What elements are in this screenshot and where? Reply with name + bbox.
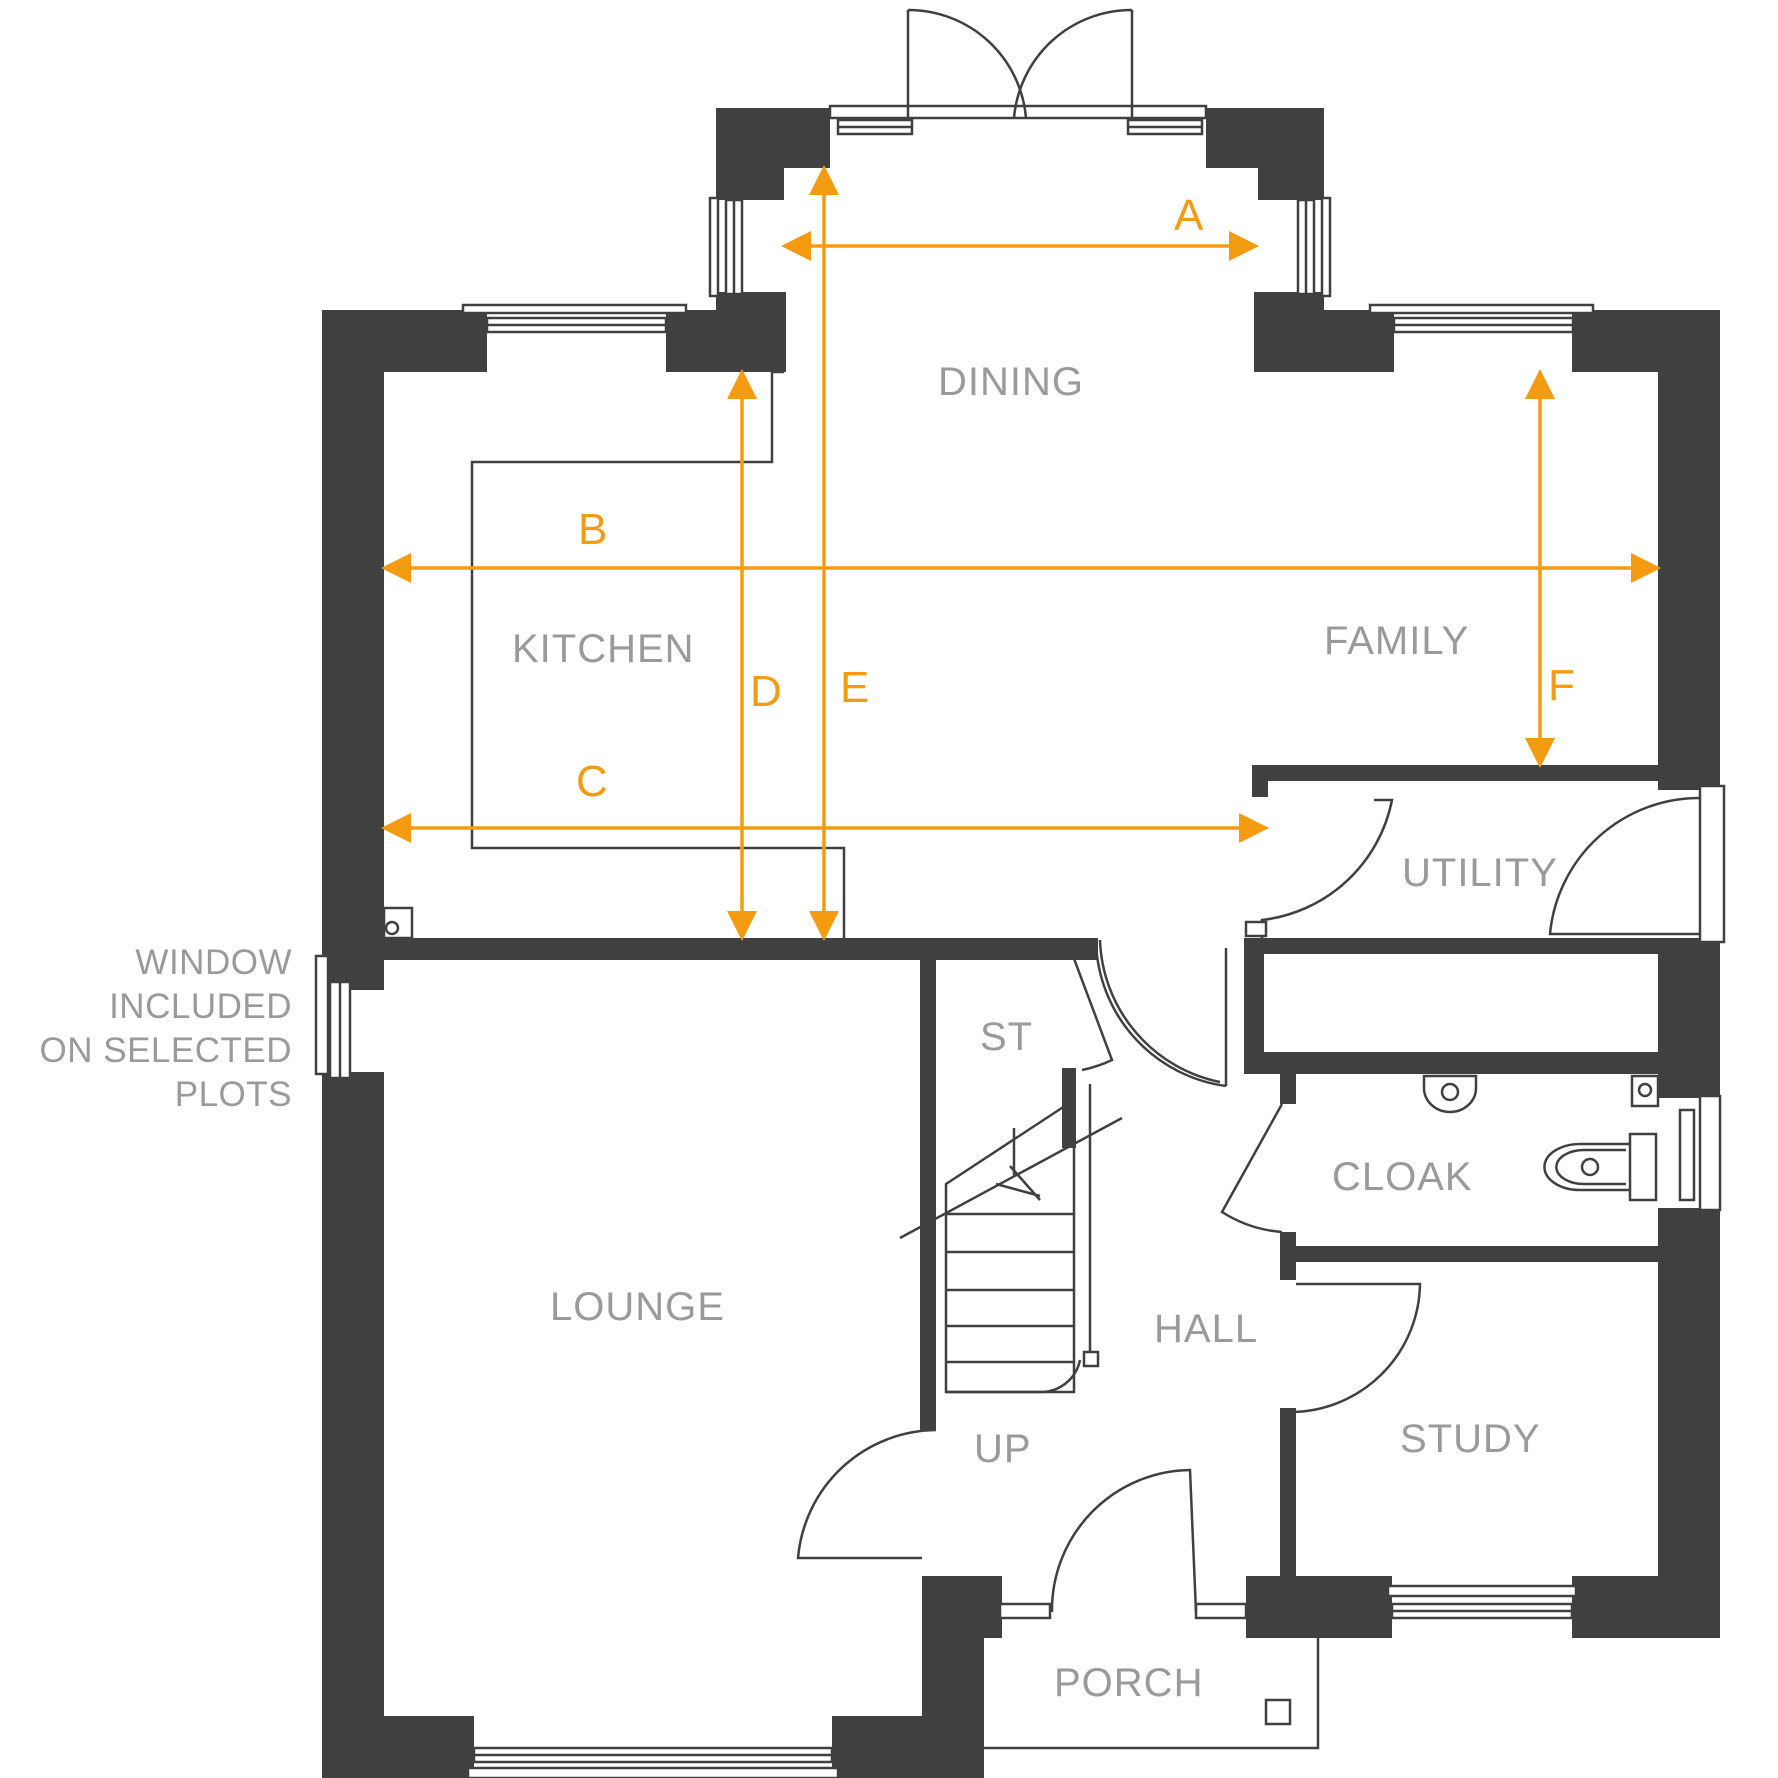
window-lounge: [466, 1746, 840, 1778]
room-label-family: FAMILY: [1324, 619, 1469, 663]
window-left-optional: [314, 954, 352, 1080]
window-utility-door-frame: [1698, 784, 1726, 944]
french-door-right: [1012, 8, 1134, 119]
fixtures: [382, 8, 1701, 1750]
wall-left-upper: [322, 310, 384, 990]
room-label-up: UP: [974, 1427, 1032, 1471]
basin: [1422, 1074, 1478, 1114]
door-front: [1050, 1468, 1198, 1613]
door-cloak: [1220, 1103, 1284, 1234]
wall-right-upper: [1658, 310, 1720, 790]
wall-porch-left-top: [922, 1576, 1002, 1638]
windows: [314, 104, 1726, 1778]
wall-bottom-left: [322, 1716, 474, 1778]
window-dining-top: [828, 104, 1208, 136]
wall-st-right: [1062, 1068, 1076, 1148]
room-label-cloak: CLOAK: [1332, 1155, 1473, 1199]
wall-study-left-bottom: [1246, 1576, 1392, 1638]
wall-store-bottom: [1244, 1052, 1660, 1074]
dimension-lines: [381, 165, 1661, 941]
wall-lounge-right: [920, 960, 936, 1430]
wall-family-utility-stub: [1252, 765, 1268, 797]
dimension-c-label: C: [576, 757, 608, 806]
wall-cloak-study: [1280, 1246, 1660, 1262]
staircase: [899, 1068, 1123, 1394]
window-kitchen: [461, 303, 688, 334]
walls: [322, 108, 1720, 1778]
room-label-utility: UTILITY: [1402, 851, 1558, 895]
window-note-line-2: INCLUDED: [109, 987, 292, 1026]
toilet: [1543, 1132, 1658, 1202]
window-porch-right: [1194, 1602, 1248, 1620]
wall-left-lower: [322, 1072, 384, 1778]
french-door-left: [906, 8, 1028, 119]
room-label-lounge: LOUNGE: [550, 1285, 725, 1329]
window-study: [1386, 1584, 1578, 1620]
wall-bay-left-lower: [716, 292, 786, 372]
dimension-e-label: E: [840, 663, 869, 712]
porch-outline: [984, 1638, 1320, 1750]
wall-study-left: [1280, 1408, 1296, 1578]
room-label-study: STUDY: [1400, 1417, 1541, 1461]
porch-light: [1264, 1698, 1292, 1726]
wall-bay-right-corner: [1258, 108, 1324, 200]
cloak-fixture: [1630, 1074, 1660, 1108]
window-note: WINDOW INCLUDED ON SELECTED PLOTS: [40, 943, 293, 1114]
wall-family-utility: [1252, 765, 1660, 781]
window-bay-left: [708, 196, 744, 298]
kitchen-counter: [470, 370, 846, 940]
window-note-line-1: WINDOW: [135, 943, 292, 982]
wall-right-mid: [1658, 938, 1720, 1098]
room-label-kitchen: KITCHEN: [512, 627, 695, 671]
wall-bay-left-corner: [716, 108, 784, 200]
wall-right-lower: [1658, 1208, 1720, 1634]
wall-top-right-pier: [1254, 310, 1394, 372]
dimension-a-label: A: [1174, 191, 1204, 240]
wall-hall-store: [1244, 938, 1264, 1074]
door-study: [1289, 1282, 1422, 1414]
door-lounge: [796, 1428, 937, 1560]
door-family-hall: [1260, 798, 1394, 940]
room-label-hall: HALL: [1154, 1307, 1258, 1351]
window-note-line-4: PLOTS: [175, 1075, 292, 1114]
door-store: [1068, 939, 1221, 1084]
wall-cloak-left: [1280, 1074, 1296, 1104]
door-utility-external: [1548, 796, 1701, 936]
dimension-b-label: B: [578, 505, 607, 554]
dimension-labels: A B C D E F: [576, 191, 1575, 806]
room-label-porch: PORCH: [1054, 1661, 1203, 1705]
room-labels: DINING KITCHEN FAMILY UTILITY ST CLOAK L…: [512, 360, 1558, 1705]
window-note-line-3: ON SELECTED: [40, 1031, 293, 1070]
window-cloak: [1678, 1094, 1722, 1212]
dimension-f-label: F: [1548, 661, 1575, 710]
room-label-st: ST: [980, 1015, 1033, 1059]
window-porch-left: [998, 1602, 1052, 1620]
dimension-d-label: D: [750, 667, 782, 716]
window-family: [1368, 303, 1595, 334]
wall-study-right-bottom: [1572, 1576, 1720, 1638]
wall-utility-bottom: [1244, 938, 1660, 954]
wall-kitchen-lounge: [384, 938, 1098, 960]
room-label-dining: DINING: [938, 360, 1084, 404]
wall-top-left: [322, 310, 487, 372]
window-bay-right: [1296, 196, 1332, 298]
